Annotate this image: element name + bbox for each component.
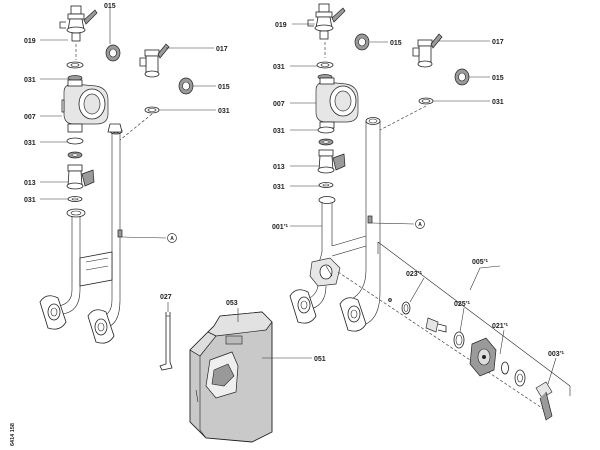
label-025: 025*1: [454, 300, 470, 308]
label-021: 021*1: [492, 322, 508, 330]
callout-a-right: A: [415, 219, 425, 229]
right-assembly: [289, 3, 571, 421]
seal-015-right-top: [354, 33, 370, 51]
label-005: 005*1: [472, 258, 488, 266]
seal-031-right-d: [318, 182, 334, 188]
label-015-mid-right: 015: [492, 75, 504, 82]
label-031-left-c: 031: [24, 140, 36, 147]
valve-013-right: [317, 149, 346, 174]
label-007-left: 007: [24, 114, 36, 121]
seal-031-right-a: [316, 61, 334, 69]
insert-025-small: [425, 317, 447, 333]
flange-right-1: [289, 289, 317, 324]
label-027: 027: [160, 294, 172, 301]
valve-017-right: [412, 33, 443, 68]
kit-bracket-005-top: [377, 241, 571, 387]
svg-text:A: A: [418, 222, 422, 228]
label-015-top-left: 015: [104, 3, 116, 10]
callout-a-left: A: [167, 233, 177, 243]
clip-027: [159, 302, 173, 371]
flange-left-1: [39, 295, 67, 330]
label-017-left: 017: [216, 46, 228, 53]
label-017-right: 017: [492, 39, 504, 46]
label-023: 023*1: [406, 270, 422, 278]
actuator-axis-line: [337, 271, 549, 413]
label-051: 051: [314, 356, 326, 363]
right-leaders: [290, 23, 557, 385]
seal-015-left-b: [178, 77, 194, 95]
label-031-right-a: 031: [273, 64, 285, 71]
document-code: 6414 158: [10, 423, 16, 446]
label-031-left-d: 031: [24, 197, 36, 204]
flange-right-2: [339, 297, 367, 332]
svg-text:A: A: [170, 236, 174, 242]
seal-031-left-d: [67, 196, 83, 202]
label-007-right: 007: [273, 101, 285, 108]
ring-023: [401, 301, 411, 315]
label-013-right: 013: [273, 164, 285, 171]
label-019-left: 019: [24, 38, 36, 45]
oring-025: [453, 331, 465, 349]
label-015-top-right: 015: [390, 40, 402, 47]
left-leaders: [40, 8, 216, 239]
label-031-right-d: 031: [273, 184, 285, 191]
label-053: 053: [226, 300, 238, 307]
label-001: 001*1: [272, 223, 288, 231]
handle-003: [535, 381, 553, 421]
label-031-right-c: 031: [273, 128, 285, 135]
valve-019-left: [59, 5, 98, 42]
seal-015-left-top: [105, 44, 121, 62]
pump-007-left: [61, 79, 109, 133]
label-031-left-a: 031: [24, 77, 36, 84]
label-013-left: 013: [24, 180, 36, 187]
label-003: 003*1: [548, 350, 564, 358]
valve-013-left: [66, 164, 95, 190]
valve-019-right: [307, 3, 346, 40]
insulation-shell-051: [189, 308, 312, 443]
label-015-mid-left: 015: [218, 84, 230, 91]
mixing-valve-body: [309, 257, 341, 287]
seal-031-left-c: [66, 137, 84, 145]
motor-021: [469, 337, 497, 377]
pump-007-right: [315, 77, 359, 129]
seal-031-right-e: [418, 97, 434, 105]
label-031-right-b: 031: [492, 99, 504, 106]
seal-015-right-b: [454, 68, 470, 86]
seal-031-right-c: [317, 126, 335, 134]
seal-031-left-a: [66, 61, 84, 69]
valve-017-left: [139, 43, 170, 78]
label-019-right: 019: [275, 22, 287, 29]
label-031-left-b: 031: [218, 108, 230, 115]
left-assembly: [39, 5, 194, 344]
flange-left-2: [87, 309, 115, 344]
seal-031-left-e: [144, 106, 160, 114]
